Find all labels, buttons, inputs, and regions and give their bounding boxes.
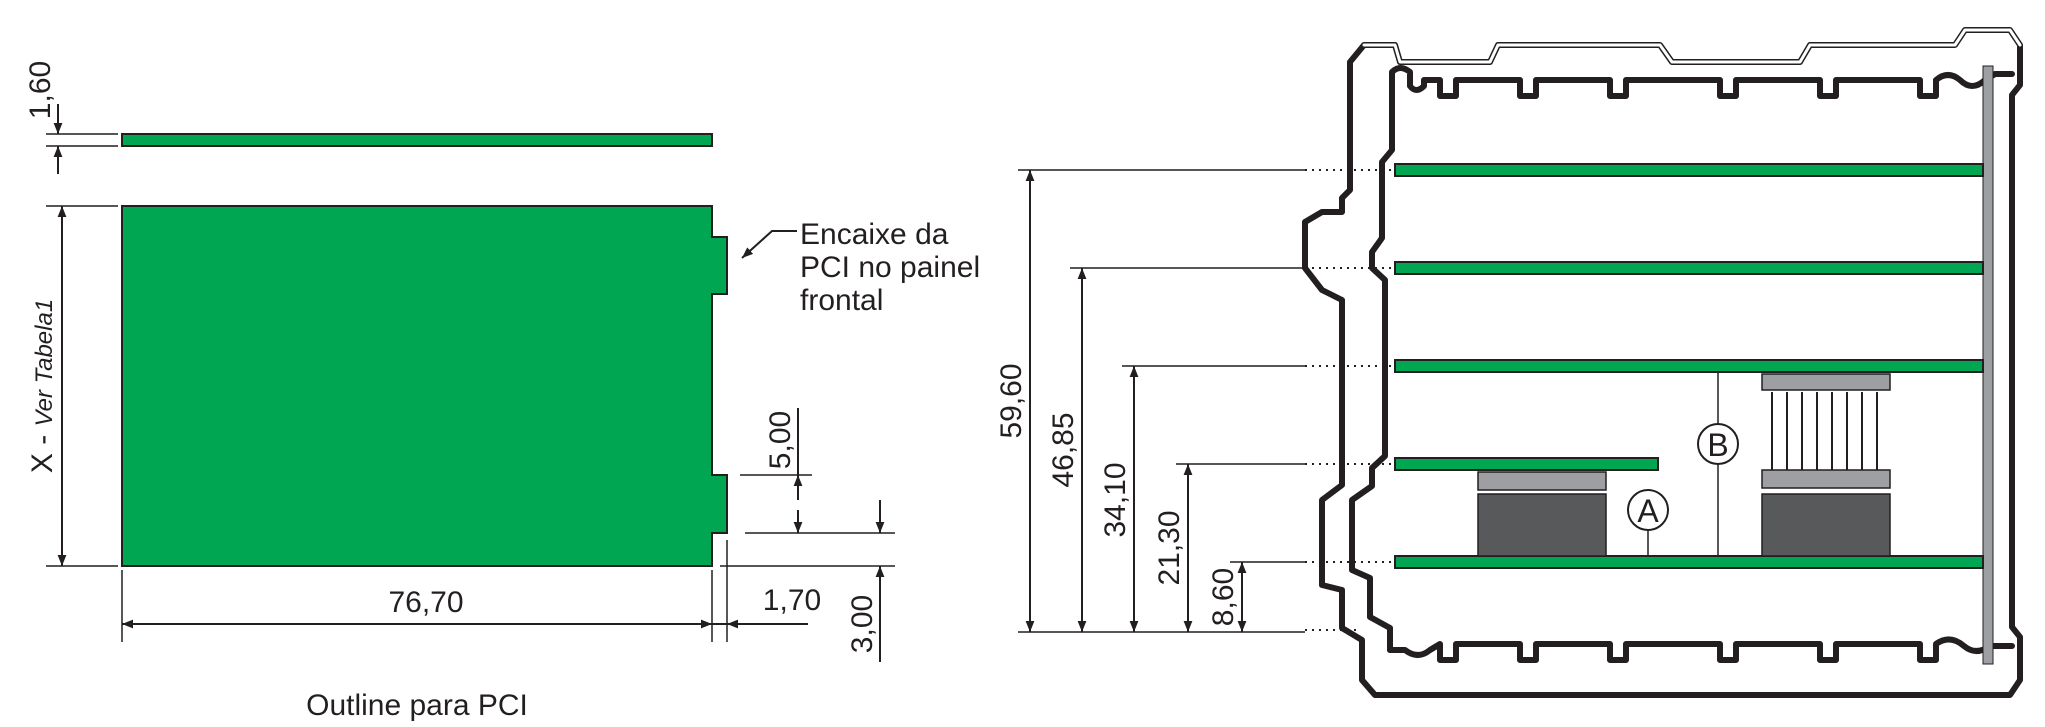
- callout-line-2: PCI no painel: [800, 251, 980, 284]
- bottom-offset-dimension: 3,00: [720, 500, 895, 662]
- slot-dimensions: 59,60 46,85 34,10 21,30 8,60: [995, 169, 1305, 633]
- pcb-board-3: [1394, 359, 1984, 373]
- height-dim-italic: Ver Tabela1: [31, 299, 58, 427]
- callout-line-3: frontal: [800, 284, 883, 317]
- housing-profile: [1302, 27, 2023, 698]
- thickness-dim-label: 1,60: [24, 61, 57, 119]
- component-a: [1477, 471, 1607, 557]
- pcb-slot-3: [1305, 359, 1984, 373]
- dim-8-60-label: 8,60: [1207, 568, 1240, 626]
- notch-dimension: 5,00: [740, 408, 895, 534]
- housing-section-view: A B 59,60 46,85 34,10 21,30 8,60: [995, 27, 2023, 698]
- outline-caption: Outline para PCI: [306, 689, 528, 722]
- component-b: [1761, 373, 1891, 557]
- pcb-slot-4: [1305, 457, 1659, 471]
- height-dimension: X - Ver Tabela1: [26, 205, 118, 567]
- width-dimension: 76,70: [121, 570, 713, 642]
- housing-bottom-teeth: [1387, 636, 2015, 663]
- pcb-slot-1: [1305, 163, 1984, 177]
- pcb-slot-2: [1305, 261, 1984, 275]
- pcb-edge-view: [121, 133, 713, 147]
- dim-59-60-label: 59,60: [995, 363, 1028, 438]
- pcb-board-5: [1394, 555, 1984, 569]
- pcb-board-1: [1394, 163, 1984, 177]
- pcb-slot-5: [1305, 555, 1984, 569]
- height-dim-prefix: X -: [26, 426, 59, 473]
- dim-21-30-label: 21,30: [1153, 510, 1186, 585]
- marker-b: B: [1697, 372, 1739, 556]
- pcb-outline-view: 1,60 X - Ver Tabela1 76,70 5,00: [24, 61, 980, 722]
- bottom-offset-dim-label: 3,00: [846, 595, 879, 653]
- notch-dim-label: 5,00: [764, 411, 797, 469]
- notch-callout: Encaixe da PCI no painel frontal: [741, 218, 980, 317]
- callout-line-1: Encaixe da: [800, 218, 949, 251]
- pcb-board-4: [1394, 457, 1659, 471]
- dim-46-85-label: 46,85: [1047, 412, 1080, 487]
- marker-a-label: A: [1637, 493, 1659, 529]
- front-panel-rail: [1982, 65, 1994, 665]
- notch-depth-dim-label: 1,70: [763, 584, 821, 617]
- housing-inner-wall: [1349, 92, 1395, 653]
- marker-a: A: [1627, 489, 1669, 556]
- notch-depth-dimension: 1,70: [712, 540, 821, 642]
- thickness-dimension: 1,60: [24, 61, 118, 174]
- dim-34-10-label: 34,10: [1099, 462, 1132, 537]
- pcb-board-2: [1394, 261, 1984, 275]
- housing-top-teeth: [1389, 65, 2015, 99]
- pcb-body: [121, 205, 728, 567]
- marker-b-label: B: [1707, 427, 1728, 463]
- height-dim-label: X - Ver Tabela1: [26, 299, 59, 473]
- width-dim-label: 76,70: [388, 586, 463, 619]
